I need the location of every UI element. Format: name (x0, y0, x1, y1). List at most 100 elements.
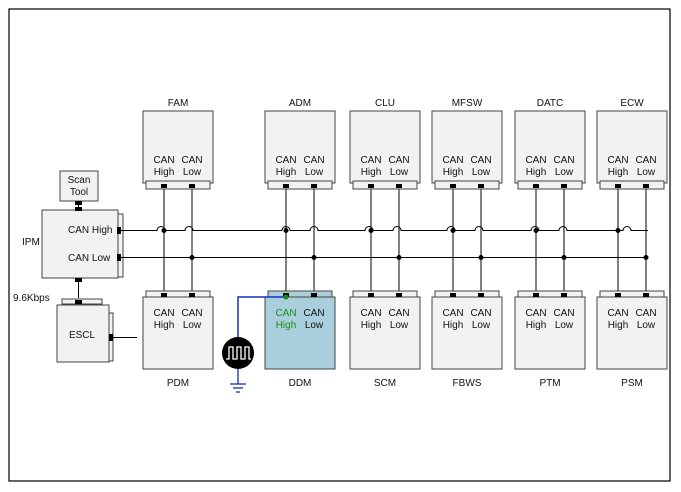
can-low-pin (311, 184, 317, 188)
can-high-junction (283, 228, 289, 233)
can-low-label-low: Low (637, 167, 656, 178)
module-name-label: ADM (289, 98, 311, 109)
can-low-pin (396, 184, 402, 188)
can-high-junction (450, 228, 456, 233)
can-high-pin (283, 184, 289, 188)
can-low-label-can: CAN (635, 308, 656, 319)
module-name-label: ECW (620, 98, 644, 109)
can-high-pin (533, 293, 539, 297)
can-high-label-can: CAN (607, 155, 628, 166)
can-low-label-can: CAN (553, 308, 574, 319)
can-low-pin (643, 184, 649, 188)
module-name-label: PSM (621, 378, 643, 389)
can-low-junction (478, 255, 484, 260)
can-high-junction (615, 228, 621, 233)
can-high-pin (450, 293, 456, 297)
can-high-label-can: CAN (275, 155, 296, 166)
can-high-label-high: High (443, 167, 464, 178)
module-name-label: DATC (537, 98, 563, 109)
can-high-label-high: High (154, 320, 175, 331)
ipm-can-low-label: CAN Low (68, 253, 111, 264)
can-high-pin (368, 293, 374, 297)
scan-tool-label-line2: Tool (70, 187, 88, 198)
module-name-label: FAM (168, 98, 189, 109)
can-high-label-can: CAN (442, 308, 463, 319)
can-high-label-can: CAN (153, 308, 174, 319)
can-high-bus (121, 226, 648, 231)
probe-wire (237, 296, 286, 338)
can-high-pin (615, 184, 621, 188)
speed-label: 9.6Kbps (13, 293, 50, 304)
can-low-label-low: Low (555, 167, 574, 178)
module-name-label: PTM (539, 378, 560, 389)
can-low-label-low: Low (305, 320, 324, 331)
can-low-label-can: CAN (181, 308, 202, 319)
can-high-label-high: High (276, 320, 297, 331)
can-low-label-can: CAN (635, 155, 656, 166)
can-high-label-can: CAN (525, 308, 546, 319)
module-name-label: MFSW (452, 98, 483, 109)
can-high-label-can: CAN (153, 155, 174, 166)
can-high-label-high: High (443, 320, 464, 331)
can-high-junction (368, 228, 374, 233)
can-low-pin (478, 184, 484, 188)
can-high-junction (533, 228, 539, 233)
can-low-pin (189, 293, 195, 297)
can-low-label-can: CAN (470, 155, 491, 166)
diagram-frame (8, 8, 671, 482)
can-low-pin (478, 293, 484, 297)
probe-tip (283, 294, 289, 300)
can-low-pin (189, 184, 195, 188)
can-high-label-high: High (608, 320, 629, 331)
module-name-label: PDM (167, 378, 189, 389)
scan-tool-label-line1: Scan (68, 175, 91, 186)
module-name-label: DDM (289, 378, 312, 389)
can-low-label-low: Low (183, 320, 202, 331)
module-name-label: FBWS (453, 378, 482, 389)
square-wave-icon (222, 337, 254, 369)
scan-tool: Scan Tool (59, 170, 99, 205)
can-low-label-low: Low (305, 167, 324, 178)
can-high-label-high: High (276, 167, 297, 178)
can-high-pin (161, 184, 167, 188)
module-name-label: CLU (375, 98, 395, 109)
can-high-label-can: CAN (442, 155, 463, 166)
can-low-label-can: CAN (388, 155, 409, 166)
can-low-label-can: CAN (388, 308, 409, 319)
can-low-junction (396, 255, 402, 260)
can-low-pin (396, 293, 402, 297)
modules: CANHighCANLowFAMCANHighCANLowADMCANHighC… (142, 98, 668, 389)
can-low-junction (189, 255, 195, 260)
can-low-label-low: Low (472, 320, 491, 331)
can-low-pin (643, 293, 649, 297)
can-high-label-high: High (526, 320, 547, 331)
can-low-pin (561, 293, 567, 297)
can-high-label-high: High (361, 167, 382, 178)
ipm-label: IPM (22, 237, 40, 248)
can-low-pin (311, 293, 317, 297)
can-high-pin (450, 184, 456, 188)
can-high-label-can: CAN (525, 155, 546, 166)
escl-label: ESCL (69, 330, 96, 341)
can-high-pin (161, 293, 167, 297)
bus-junctions (161, 188, 649, 293)
can-low-label-low: Low (555, 320, 574, 331)
can-low-label-can: CAN (553, 155, 574, 166)
escl-module: ESCL (56, 298, 114, 363)
can-high-label-high: High (154, 167, 175, 178)
can-high-junction (161, 228, 167, 233)
can-high-label-high: High (526, 167, 547, 178)
can-high-pin (533, 184, 539, 188)
module-name-label: SCM (374, 378, 396, 389)
can-high-label-can: CAN (607, 308, 628, 319)
